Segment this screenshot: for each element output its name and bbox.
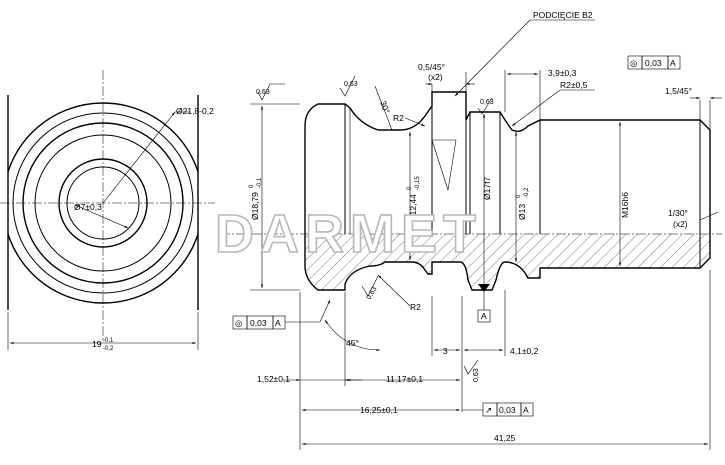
fcf-runout: ↗ 0,03 A [462, 402, 534, 417]
svg-text:◎: ◎ [630, 58, 637, 68]
outer-circle [8, 102, 198, 304]
angle-end-label: 1/30° [668, 208, 688, 218]
flat-width-label: 19 [92, 339, 102, 349]
diam-17f7-label: Ø17f7 [482, 177, 492, 200]
watermark: DARMET [215, 204, 482, 264]
diam-13-label: Ø13 [517, 204, 527, 220]
radius-top-label: R2±0,5 [560, 80, 588, 90]
dim-1-52-label: 1,52±0,1 [257, 374, 290, 384]
dim-16-25-label: 16,25±0,1 [360, 405, 398, 415]
angle-end-qty: (x2) [673, 219, 688, 229]
svg-text:0: 0 [249, 184, 255, 188]
bore-diameter-leader [74, 204, 129, 229]
outer-diameter-leader [102, 111, 176, 204]
chamfer-left-qty: (x2) [428, 72, 443, 82]
svg-text:A: A [481, 311, 487, 321]
svg-text:0,03: 0,03 [499, 405, 516, 415]
bore-diameter-label: Ø7±0,3 [74, 202, 102, 212]
dim-41-25-label: 41,25 [494, 433, 516, 443]
svg-text:A: A [275, 318, 281, 328]
svg-text:0,03: 0,03 [250, 318, 267, 328]
svg-text:-0,2: -0,2 [524, 187, 530, 198]
svg-text:-0,1: -0,1 [103, 338, 114, 344]
dim-11-17-label: 11,17±0,1 [386, 374, 423, 384]
svg-text:↗: ↗ [485, 405, 492, 415]
chamfer-circle [12, 112, 194, 294]
radius-left-upper-label: R2 [393, 113, 404, 123]
svg-text:0,63: 0,63 [344, 81, 358, 88]
svg-text:A: A [523, 405, 529, 415]
angle-30-label: 30° [378, 99, 392, 115]
svg-text:0,63: 0,63 [256, 89, 270, 96]
dim-3-9-label: 3,9±0,3 [548, 68, 577, 78]
angle-45-label: 45° [346, 338, 359, 348]
dim-3-label: 3 [443, 346, 448, 356]
chamfer-left-label: 0,5/45° [418, 62, 445, 72]
datum-a: A [477, 284, 491, 323]
bore-circle [66, 166, 140, 240]
svg-text:-0,2: -0,2 [103, 346, 114, 352]
chamfer-right-label: 1,5/45° [665, 86, 692, 96]
upper-profile [304, 91, 711, 234]
svg-text:0,63: 0,63 [366, 286, 379, 301]
radius-lower-leader [377, 274, 411, 307]
mid-circle [22, 122, 184, 284]
svg-text:0: 0 [516, 194, 522, 198]
svg-text:A: A [670, 58, 676, 68]
svg-text:0,03: 0,03 [645, 58, 662, 68]
lower-profile [304, 234, 711, 291]
diam-18-79-label: Ø18,79 [250, 192, 260, 220]
undercut-callout: PODCIĘCIE B2 [533, 10, 593, 20]
radius-top-leader [511, 89, 561, 127]
svg-text:0: 0 [407, 186, 413, 190]
diam-12-44-label: Ø12,44 [408, 194, 418, 222]
fcf-concentricity-top: ◎ 0,03 A [627, 55, 681, 70]
svg-text:0,63: 0,63 [480, 99, 494, 106]
bore-outer [58, 158, 148, 248]
svg-text:-0,1: -0,1 [257, 177, 263, 188]
end-view: Ø21,8-0,2 Ø7±0,3 19 -0,1 -0,2 [0, 70, 215, 352]
fcf-concentricity-left: ◎ 0,03 A [232, 299, 331, 330]
svg-text:0,63: 0,63 [473, 368, 480, 382]
thread-label: M16h6 [620, 192, 630, 218]
inner-ring [34, 134, 172, 272]
radius-lower-label: R2 [410, 302, 421, 312]
outer-diameter-label: Ø21,8-0,2 [176, 106, 214, 116]
dim-4-1-label: 4,1±0,2 [510, 346, 539, 356]
svg-text:◎: ◎ [235, 318, 242, 328]
svg-text:-0,15: -0,15 [415, 176, 421, 190]
